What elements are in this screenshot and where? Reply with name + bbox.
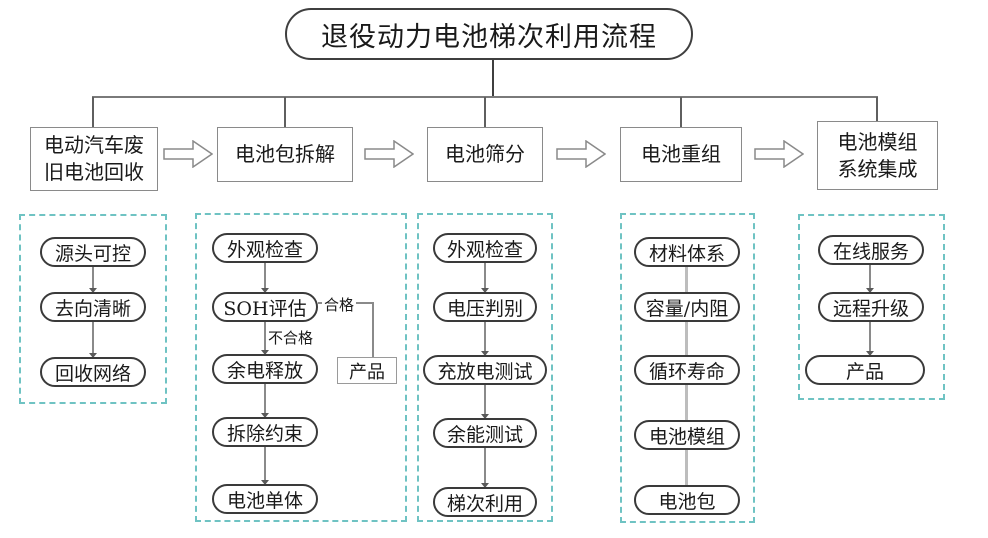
connector-line — [261, 263, 269, 293]
step-label-line: 电池包拆解 — [235, 142, 335, 166]
flow-arrow-icon — [754, 140, 804, 168]
fail-branch-label: 不合格 — [266, 327, 316, 348]
connector-line — [685, 385, 688, 420]
stadium-label: 产品 — [845, 360, 884, 383]
stadium-item: 电池模组 — [634, 420, 740, 450]
stadium-item: 远程升级 — [818, 292, 924, 322]
step-box-recycle: 电动汽车废 旧电池回收 — [30, 127, 158, 191]
flow-arrow-icon — [556, 140, 606, 168]
stadium-item: 源头可控 — [40, 237, 146, 267]
stadium-label: 循环寿命 — [648, 360, 725, 383]
connector-line — [685, 267, 688, 292]
connector-line — [261, 447, 269, 485]
drop-line-3 — [484, 97, 486, 127]
connector-line — [89, 267, 97, 293]
drop-line-2 — [284, 97, 286, 127]
stadium-item: 拆除约束 — [212, 417, 318, 447]
stadium-item: 外观检查 — [433, 233, 537, 263]
stadium-item: 余电释放 — [212, 354, 318, 384]
stadium-label: 电池模组 — [648, 425, 725, 448]
product-label: 产品 — [349, 361, 385, 383]
stadium-label: 容量/内阻 — [645, 297, 729, 320]
stadium-item: 在线服务 — [818, 235, 924, 265]
pass-branch-text: 合格 — [324, 296, 355, 314]
step-box-regroup: 电池重组 — [620, 127, 742, 182]
title-connector-line — [492, 60, 494, 97]
connector-line — [685, 322, 688, 355]
stadium-label: 余能测试 — [446, 423, 523, 446]
connector-line — [866, 322, 874, 356]
connector-line — [866, 265, 874, 293]
stadium-label: 拆除约束 — [226, 422, 303, 445]
connector-line — [261, 384, 269, 418]
stadium-label: SOH评估 — [223, 297, 307, 320]
stadium-item: 电池单体 — [212, 484, 318, 514]
stadium-label: 充放电测试 — [437, 360, 533, 383]
pass-branch-label: 合格 — [322, 294, 357, 315]
diagram-title: 退役动力电池梯次利用流程 — [285, 8, 693, 60]
flow-arrow-icon — [364, 140, 414, 168]
stadium-label: 梯次利用 — [446, 492, 523, 515]
stadium-label: 余电释放 — [226, 359, 303, 382]
drop-line-1 — [92, 97, 94, 127]
step-box-integration: 电池模组 系统集成 — [817, 121, 938, 190]
drop-line-5 — [876, 97, 878, 122]
stadium-item: 去向清晰 — [40, 292, 146, 322]
stadium-item-soh: SOH评估 — [212, 292, 318, 322]
step-box-screening: 电池筛分 — [427, 127, 543, 182]
stadium-item: 产品 — [805, 355, 925, 385]
stadium-label: 在线服务 — [832, 240, 909, 263]
step-label-line: 电池筛分 — [445, 142, 525, 166]
stadium-label: 电池包 — [658, 490, 716, 513]
stadium-label: 电池单体 — [226, 489, 303, 512]
stadium-item: 材料体系 — [634, 237, 740, 267]
stadium-item: 充放电测试 — [423, 355, 547, 385]
stadium-item: 循环寿命 — [634, 355, 740, 385]
step-label-line: 电池模组 — [837, 129, 918, 154]
product-box: 产品 — [337, 357, 397, 384]
step-label-line: 电动汽车废 — [44, 133, 144, 157]
stadium-item: 回收网络 — [40, 357, 146, 387]
stadium-item: 容量/内阻 — [634, 292, 740, 322]
connector-line — [481, 448, 489, 488]
column-panel-regroup — [620, 213, 755, 523]
drop-line-4 — [680, 97, 682, 127]
stadium-label: 外观检查 — [446, 238, 523, 261]
flow-arrow-icon — [163, 140, 213, 168]
step-label-line: 系统集成 — [837, 156, 918, 181]
step-box-disassembly: 电池包拆解 — [217, 127, 353, 182]
connector-line — [481, 385, 489, 419]
stadium-label: 电压判别 — [446, 297, 523, 320]
stadium-label: 外观检查 — [226, 238, 303, 261]
step-label-line: 旧电池回收 — [44, 160, 144, 184]
stadium-item: 余能测试 — [433, 418, 537, 448]
column-panel-integration — [798, 214, 945, 400]
stadium-item: 电压判别 — [433, 292, 537, 322]
connector-line — [481, 322, 489, 356]
stadium-item: 梯次利用 — [433, 487, 537, 517]
fail-branch-text: 不合格 — [268, 329, 314, 347]
connector-line — [481, 263, 489, 293]
stadium-label: 材料体系 — [648, 242, 725, 265]
stadium-label: 远程升级 — [832, 297, 909, 320]
connector-line — [261, 322, 269, 355]
stadium-label: 去向清晰 — [54, 297, 131, 320]
column-panel-screening — [417, 213, 553, 522]
connector-line — [685, 450, 688, 485]
column-panel-disassembly — [195, 213, 407, 522]
stadium-item: 外观检查 — [212, 233, 318, 263]
stadium-label: 回收网络 — [54, 362, 131, 385]
stadium-label: 源头可控 — [54, 242, 131, 265]
step-label-line: 电池重组 — [641, 142, 721, 166]
pass-branch-vline — [372, 302, 374, 357]
column-panel-recycle — [19, 214, 167, 404]
connector-line — [89, 322, 97, 358]
stadium-item: 电池包 — [634, 485, 740, 515]
diagram-title-text: 退役动力电池梯次利用流程 — [321, 21, 657, 53]
